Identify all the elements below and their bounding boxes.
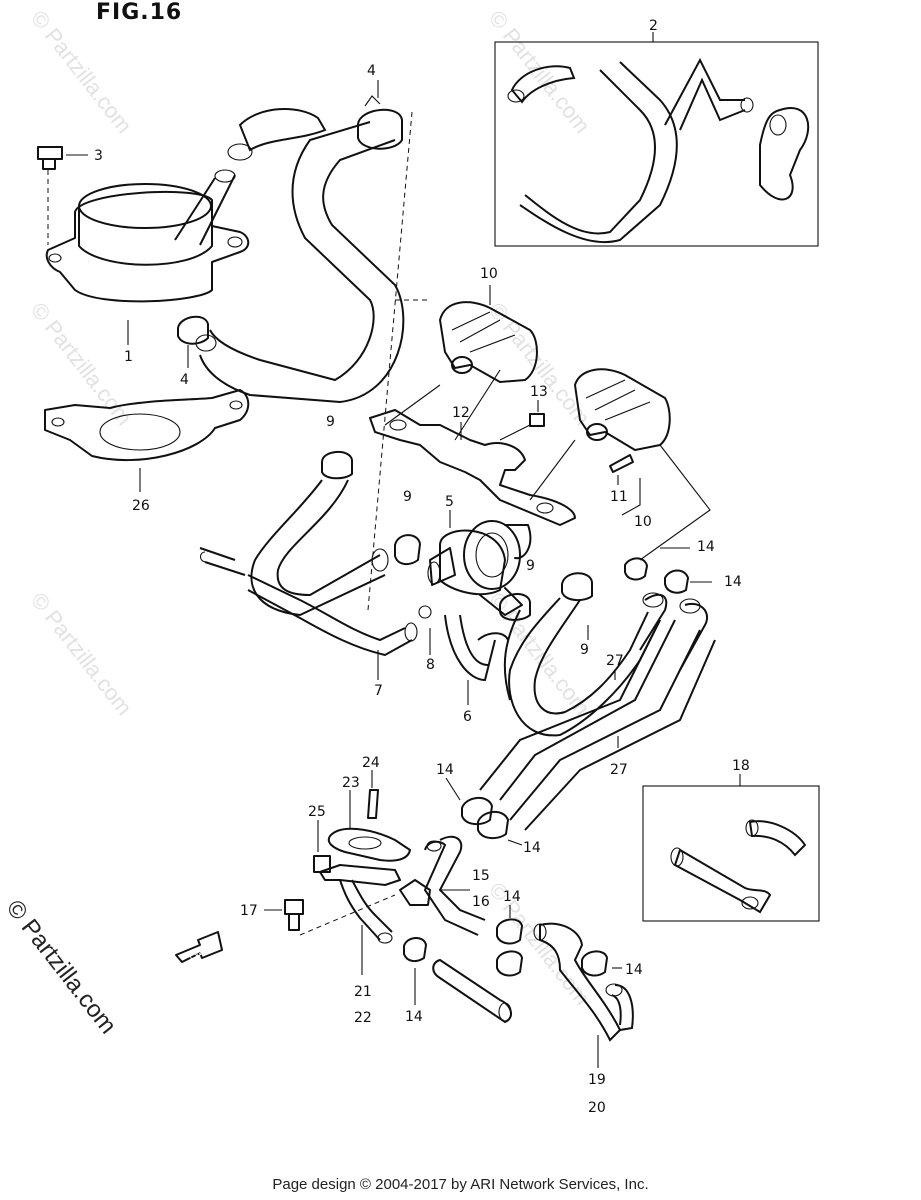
callout-8: 8 [426,657,435,673]
figure-title: FIG.16 [96,0,183,25]
part-1-valve-cover [45,183,250,345]
callout-14: 14 [625,962,643,978]
callout-4: 4 [367,63,376,79]
fwd-arrow-icon: FWD [175,931,223,963]
part-15-hose [399,835,486,936]
watermark-text: © Partzilla.com [484,878,595,1010]
part-21-pipe [319,864,401,975]
callout-13: 13 [530,384,548,400]
callout-20: 20 [588,1100,606,1116]
part-2-hose-kit [494,32,819,247]
part-5-control-valve [427,510,532,616]
part-6-hose [444,614,509,705]
right-hose-loop [499,547,712,737]
callout-27: 27 [610,762,628,778]
callout-25: 25 [308,804,326,820]
callout-3: 3 [94,148,103,164]
part-10-reed-valve-upper [439,285,538,383]
part-13-bolt [499,400,545,441]
callout-10: 10 [634,514,652,530]
callout-16: 16 [472,894,490,910]
part-18-hose-kit [642,774,820,922]
part-19-hose [533,922,634,1068]
part-26-gasket [44,389,250,492]
callout-27: 27 [606,653,624,669]
straight-hose [432,958,512,1024]
part-11-screw [609,454,634,485]
callout-14: 14 [724,574,742,590]
callout-10: 10 [480,266,498,282]
callout-24: 24 [362,755,380,771]
part-17-bolt [264,894,396,936]
callout-5: 5 [445,494,454,510]
callout-11: 11 [610,489,628,505]
part-23-gasket [327,790,411,862]
upper-hoses [174,80,430,611]
callout-9: 9 [526,558,535,574]
callout-9: 9 [403,489,412,505]
callout-26: 26 [132,498,150,514]
clamps-14-lower [403,905,622,1005]
callout-14: 14 [436,762,454,778]
part-25-nut [313,820,331,873]
callout-14: 14 [405,1009,423,1025]
callout-14: 14 [503,889,521,905]
watermark-layer: © Partzilla.com © Partzilla.com © Partzi… [26,6,595,1010]
callout-23: 23 [342,775,360,791]
part-3-bolt [37,146,88,245]
watermark-text: © Partzilla.com [26,6,137,138]
callout-19: 19 [588,1072,606,1088]
callout-4: 4 [180,372,189,388]
callout-9: 9 [580,642,589,658]
watermark-text: © Partzilla.com [26,298,137,430]
part-24-stud [367,770,379,819]
part-12-bracket [369,369,576,526]
left-hose-loop [199,451,432,680]
callout-6: 6 [463,709,472,725]
watermark-text: © Partzilla.com [484,6,595,138]
callout-21: 21 [354,984,372,1000]
callout-14: 14 [523,840,541,856]
callout-1: 1 [124,349,133,365]
part-10-reed-valve-lower [574,368,711,561]
callout-7: 7 [374,683,383,699]
callout-14: 14 [697,539,715,555]
watermark-text: © Partzilla.com [26,588,137,720]
callout-12: 12 [452,405,470,421]
callout-22: 22 [354,1010,372,1026]
callout-2: 2 [649,18,658,34]
callout-17: 17 [240,903,258,919]
page-footer: Page design © 2004-2017 by ARI Network S… [272,1176,649,1193]
part-27-hoses [445,619,716,846]
callout-9: 9 [326,414,335,430]
callout-15: 15 [472,868,490,884]
callout-18: 18 [732,758,750,774]
callout-labels: 1 2 3 4 4 5 6 7 8 9 9 9 9 10 10 11 12 13… [94,18,750,1116]
